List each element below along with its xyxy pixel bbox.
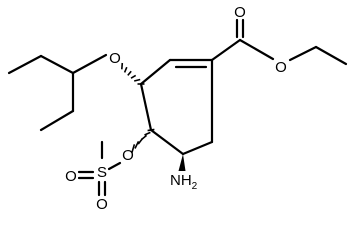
mesylate-group: O S O O bbox=[65, 128, 155, 213]
bond-oxygen-to-sulfur bbox=[107, 161, 122, 171]
ring-bond-c5-c4 bbox=[149, 128, 185, 156]
ring-bond-c6-c5 bbox=[181, 140, 214, 156]
carbonyl-oxygen-label: O bbox=[234, 4, 246, 21]
sulfonyl-oxygen-bottom-label: O bbox=[96, 196, 108, 213]
wedge-bond-c5-to-nitrogen bbox=[178, 154, 186, 171]
mesyl-ester-oxygen-label: O bbox=[122, 147, 134, 164]
bond-oxygen-to-ch bbox=[71, 53, 108, 75]
bond-lower-ch2-to-ch3 bbox=[39, 109, 75, 132]
amino-group: NH2 bbox=[170, 154, 198, 192]
bond-ring-to-carbonyl bbox=[210, 38, 242, 62]
ring-bond-c4-c3 bbox=[139, 82, 153, 132]
ring-bond-c3-c2 bbox=[139, 58, 172, 86]
hashed-bond-c4-to-mesyl-oxygen bbox=[131, 128, 155, 154]
chemical-structure-drawing: O O O O S bbox=[7, 4, 348, 213]
ether-oxygen-label: O bbox=[109, 50, 121, 67]
ethyl-ester-group: O O bbox=[210, 4, 348, 76]
pentan-3-yloxy-group: O bbox=[7, 50, 145, 132]
bond-oxygen-to-ethyl-ch2 bbox=[288, 45, 318, 62]
sulfur-label: S bbox=[97, 164, 107, 181]
cyclohexene-ring bbox=[139, 58, 214, 156]
bond-ch-to-upper-ch2 bbox=[39, 54, 75, 75]
amino-label: NH2 bbox=[170, 172, 198, 192]
hashed-bond-c3-to-ether-oxygen bbox=[121, 62, 145, 85]
sulfonyl-oxygen-left-label: O bbox=[65, 168, 77, 185]
bond-ethyl-ch2-to-ch3 bbox=[314, 45, 348, 66]
ester-oxygen-label: O bbox=[275, 59, 287, 76]
bond-upper-ch2-to-ch3 bbox=[7, 54, 43, 75]
bond-carbonyl-to-ester-oxygen bbox=[238, 38, 275, 61]
